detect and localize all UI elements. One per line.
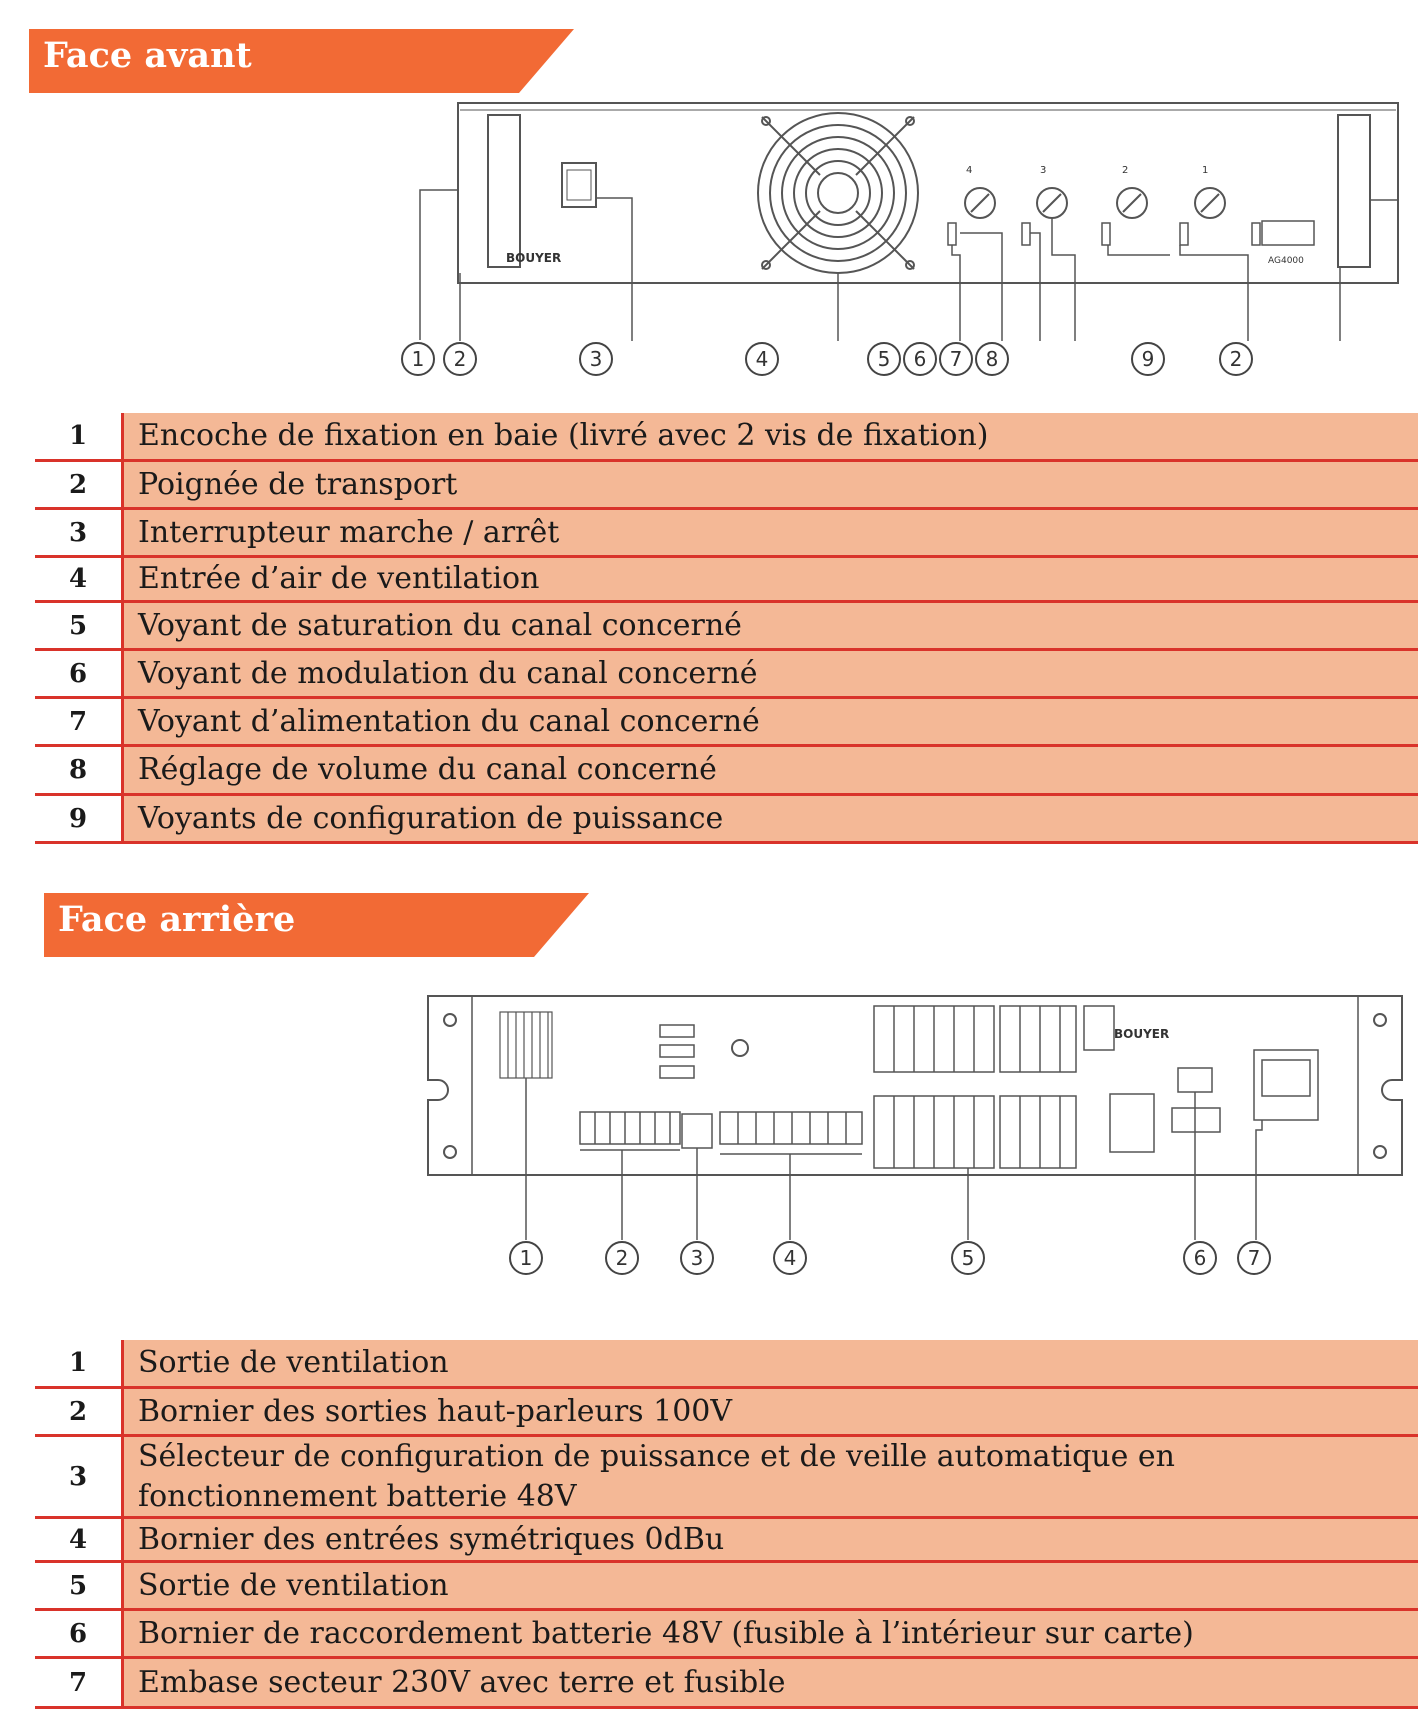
- legend-number: 1: [35, 1340, 124, 1386]
- power-switch: [561, 162, 597, 208]
- legend-number: 3: [35, 1437, 124, 1516]
- config-selector: [659, 1024, 713, 1149]
- rear-callout-1: 1: [520, 1246, 533, 1270]
- legend-number: 4: [35, 558, 124, 600]
- legend-number: 5: [35, 603, 124, 648]
- mains-socket: [1253, 1049, 1319, 1121]
- led-stacks: [947, 222, 1261, 246]
- legend-description: Encoche de fixation en baie (livré avec …: [124, 413, 1418, 459]
- legend-description: Bornier des sorties haut-parleurs 100V: [124, 1389, 1418, 1434]
- rear-chassis: [427, 995, 1403, 1176]
- front-model-label: AG4000: [1268, 256, 1304, 266]
- legend-description: Sortie de ventilation: [124, 1340, 1418, 1386]
- legend-row: 3 Interrupteur marche / arrêt: [35, 510, 1418, 558]
- knob-label-1: 1: [1202, 165, 1208, 176]
- legend-description: Embase secteur 230V avec terre et fusibl…: [124, 1659, 1418, 1706]
- front-callout-2b: 2: [1230, 347, 1243, 371]
- legend-row: 5 Sortie de ventilation: [35, 1563, 1418, 1611]
- rear-section-banner: Face arrière: [44, 893, 589, 957]
- legend-row: 7 Voyant d’alimentation du canal concern…: [35, 699, 1418, 747]
- banner-shape: [29, 29, 574, 93]
- front-callout-2: 2: [454, 347, 467, 371]
- front-callout-5: 5: [878, 347, 891, 371]
- handle-right: [1337, 114, 1371, 268]
- legend-number: 6: [35, 651, 124, 696]
- exhaust-grille-center: [873, 1005, 1115, 1169]
- knob-label-3: 3: [1040, 165, 1046, 176]
- legend-number: 5: [35, 1563, 124, 1608]
- battery-terminal: [1171, 1067, 1221, 1133]
- banner-shape: [44, 893, 589, 957]
- front-callout-7: 7: [950, 347, 963, 371]
- legend-description: Sélecteur de configuration de puissance …: [124, 1437, 1418, 1516]
- legend-description: Bornier de raccordement batterie 48V (fu…: [124, 1611, 1418, 1656]
- legend-number: 3: [35, 510, 124, 555]
- fan-grille: [757, 112, 919, 274]
- legend-row: 3 Sélecteur de configuration de puissanc…: [35, 1437, 1418, 1519]
- rear-callout-6: 6: [1194, 1246, 1207, 1270]
- front-section-banner: Face avant: [29, 29, 574, 93]
- legend-description: Bornier des entrées symétriques 0dBu: [124, 1519, 1418, 1560]
- legend-description: Voyant de saturation du canal concerné: [124, 603, 1418, 648]
- legend-row: 6 Voyant de modulation du canal concerné: [35, 651, 1418, 699]
- legend-description: Poignée de transport: [124, 462, 1418, 507]
- front-callout-8: 8: [986, 347, 999, 371]
- legend-number: 2: [35, 1389, 124, 1434]
- front-callout-3: 3: [590, 347, 603, 371]
- volume-knobs: [964, 187, 1226, 219]
- legend-row: 4 Bornier des entrées symétriques 0dBu: [35, 1519, 1418, 1563]
- legend-description: Interrupteur marche / arrêt: [124, 510, 1418, 555]
- rear-section-title: Face arrière: [58, 899, 296, 940]
- rear-callout-7: 7: [1248, 1246, 1261, 1270]
- legend-number: 4: [35, 1519, 124, 1560]
- legend-number: 7: [35, 1659, 124, 1706]
- legend-description: Voyants de configuration de puissance: [124, 796, 1418, 841]
- front-callout-9: 9: [1142, 347, 1155, 371]
- legend-description: Réglage de volume du canal concerné: [124, 747, 1418, 793]
- front-panel-diagram: BOUYER AG4000 4 3 2 1 1 2 3 4 5 6 7 8: [400, 95, 1410, 385]
- legend-number: 7: [35, 699, 124, 744]
- legend-row: 8 Réglage de volume du canal concerné: [35, 747, 1418, 796]
- rear-callout-5: 5: [962, 1246, 975, 1270]
- rear-brand-label: BOUYER: [1114, 1027, 1169, 1041]
- rating-plate: [1109, 1093, 1155, 1153]
- legend-row: 6 Bornier de raccordement batterie 48V (…: [35, 1611, 1418, 1659]
- front-callout-4: 4: [756, 347, 769, 371]
- front-chassis: [457, 102, 1399, 284]
- front-section-title: Face avant: [43, 35, 252, 76]
- legend-description: Sortie de ventilation: [124, 1563, 1418, 1608]
- legend-description: Entrée d’air de ventilation: [124, 558, 1418, 600]
- front-callout-1: 1: [412, 347, 425, 371]
- front-callout-6: 6: [914, 347, 927, 371]
- legend-number: 9: [35, 796, 124, 841]
- knob-label-2: 2: [1122, 165, 1128, 176]
- legend-row: 7 Embase secteur 230V avec terre et fusi…: [35, 1659, 1418, 1709]
- legend-description: Voyant de modulation du canal concerné: [124, 651, 1418, 696]
- legend-row: 1 Sortie de ventilation: [35, 1340, 1418, 1389]
- rear-callout-2: 2: [616, 1246, 629, 1270]
- speaker-terminal-block: [579, 1111, 681, 1145]
- legend-row: 9 Voyants de configuration de puissance: [35, 796, 1418, 844]
- rear-panel-diagram: BOUYER 1 2 3 4 5 6 7: [420, 990, 1410, 1290]
- model-plate: [1261, 220, 1315, 246]
- legend-number: 1: [35, 413, 124, 459]
- handle-left: [487, 114, 521, 268]
- rear-callout-3: 3: [691, 1246, 704, 1270]
- legend-row: 2 Poignée de transport: [35, 462, 1418, 510]
- legend-description: Voyant d’alimentation du canal concerné: [124, 699, 1418, 744]
- rear-callout-4: 4: [784, 1246, 797, 1270]
- front-brand-label: BOUYER: [506, 251, 561, 265]
- legend-number: 2: [35, 462, 124, 507]
- legend-row: 1 Encoche de fixation en baie (livré ave…: [35, 413, 1418, 462]
- legend-row: 4 Entrée d’air de ventilation: [35, 558, 1418, 603]
- input-terminal-block: [719, 1111, 863, 1145]
- legend-row: 5 Voyant de saturation du canal concerné: [35, 603, 1418, 651]
- knob-label-4: 4: [966, 165, 972, 176]
- legend-number: 8: [35, 747, 124, 793]
- legend-number: 6: [35, 1611, 124, 1656]
- legend-row: 2 Bornier des sorties haut-parleurs 100V: [35, 1389, 1418, 1437]
- exhaust-grille-left: [499, 1011, 553, 1079]
